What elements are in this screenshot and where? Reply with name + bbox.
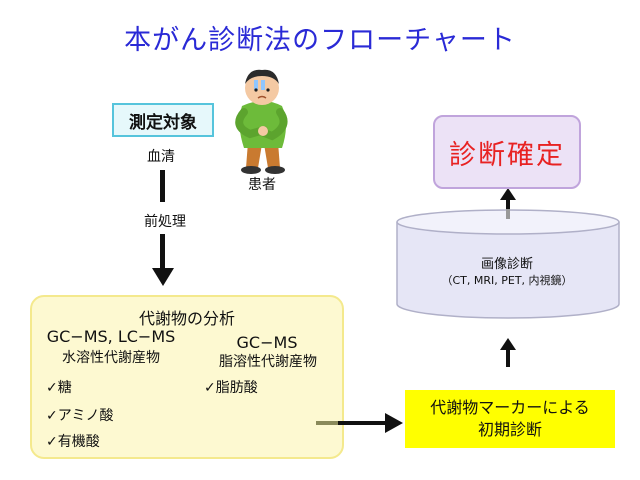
check-icon: ✓ [46, 380, 58, 396]
list-item-organic-acid: ✓有機酸 [46, 434, 100, 450]
cylinder-shape-icon [396, 209, 620, 319]
lipophilic-method: GC−MS [236, 333, 298, 352]
hydrophilic-class: 水溶性代謝産物 [62, 350, 160, 366]
check-icon: ✓ [204, 380, 216, 396]
sample-label: 血清 [147, 149, 175, 165]
check-icon: ✓ [46, 434, 58, 450]
hydrophilic-method: GC−MS, LC−MS [46, 327, 176, 346]
preprocessing-label: 前処理 [144, 214, 186, 230]
patient-illustration-icon [235, 69, 288, 174]
measurement-target-box: 測定対象 [112, 103, 214, 137]
analysis-title: 代謝物の分析 [138, 309, 235, 328]
down-arrow-upper-shaft [160, 170, 165, 202]
final-diagnosis-box: 診断確定 [433, 115, 581, 189]
down-arrow-icon [152, 268, 174, 286]
marker-diagnosis-box: 代謝物マーカーによる 初期診断 [405, 390, 615, 448]
right-arrow-stub [316, 421, 338, 425]
imaging-title: 画像診断 [480, 257, 533, 272]
down-arrow-lower-shaft [160, 234, 165, 270]
lipophilic-class: 脂溶性代謝産物 [219, 354, 317, 370]
marker-line-1: 代謝物マーカーによる [430, 398, 590, 417]
list-item-sugar: ✓糖 [46, 380, 72, 396]
check-icon: ✓ [46, 408, 58, 424]
patient-label: 患者 [248, 177, 276, 193]
page-title: 本がん診断法のフローチャート [124, 25, 516, 56]
right-arrow-icon [385, 413, 403, 433]
list-item-fatty-acid: ✓脂肪酸 [204, 380, 258, 396]
imaging-modalities: （CT, MRI, PET, 内視鏡） [441, 274, 573, 287]
up-arrow-icon [500, 188, 516, 219]
metabolite-analysis-box: 代謝物の分析 GC−MS, LC−MS 水溶性代謝産物 GC−MS 脂溶性代謝産… [30, 295, 344, 459]
marker-line-2: 初期診断 [477, 420, 542, 439]
list-item-amino-acid: ✓アミノ酸 [46, 408, 114, 424]
right-arrow-shaft [338, 421, 388, 425]
up-arrow-icon [500, 338, 516, 367]
